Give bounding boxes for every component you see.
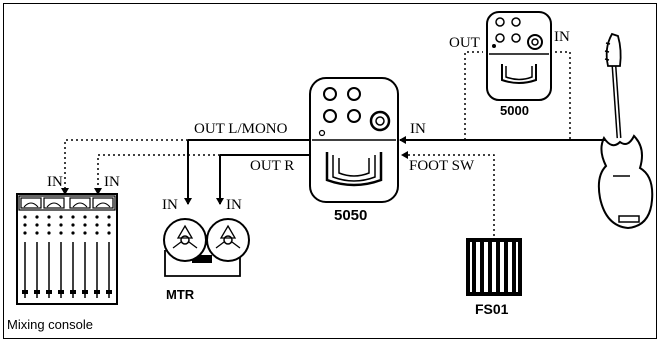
guitar: [597, 32, 654, 230]
mtr-recorder: [163, 218, 250, 277]
pedal-5050: [309, 77, 399, 203]
label-fs01: FS01: [475, 301, 509, 317]
label-console-in-1: IN: [47, 174, 63, 190]
diagram-frame: [3, 3, 657, 339]
cables: [61, 51, 606, 236]
label-5050: 5050: [334, 207, 368, 224]
label-foot-sw: FOOT SW: [409, 158, 475, 174]
fs01-footswitch: [466, 238, 522, 296]
label-out-l-mono: OUT L/MONO: [194, 121, 288, 137]
label-mtr-in-1: IN: [162, 197, 178, 213]
label-mixing-console: Mixing console: [7, 317, 93, 332]
label-out-r: OUT R: [250, 158, 295, 174]
label-mtr: MTR: [166, 287, 195, 302]
label-5000: 5000: [500, 103, 529, 118]
mixing-console: [16, 193, 118, 305]
pedal-5000: [486, 11, 552, 101]
label-out-5000: OUT: [449, 35, 480, 51]
label-console-in-2: IN: [104, 174, 120, 190]
label-in-guitar: IN: [410, 121, 426, 137]
label-mtr-in-2: IN: [226, 197, 242, 213]
label-in-5000: IN: [554, 29, 570, 45]
